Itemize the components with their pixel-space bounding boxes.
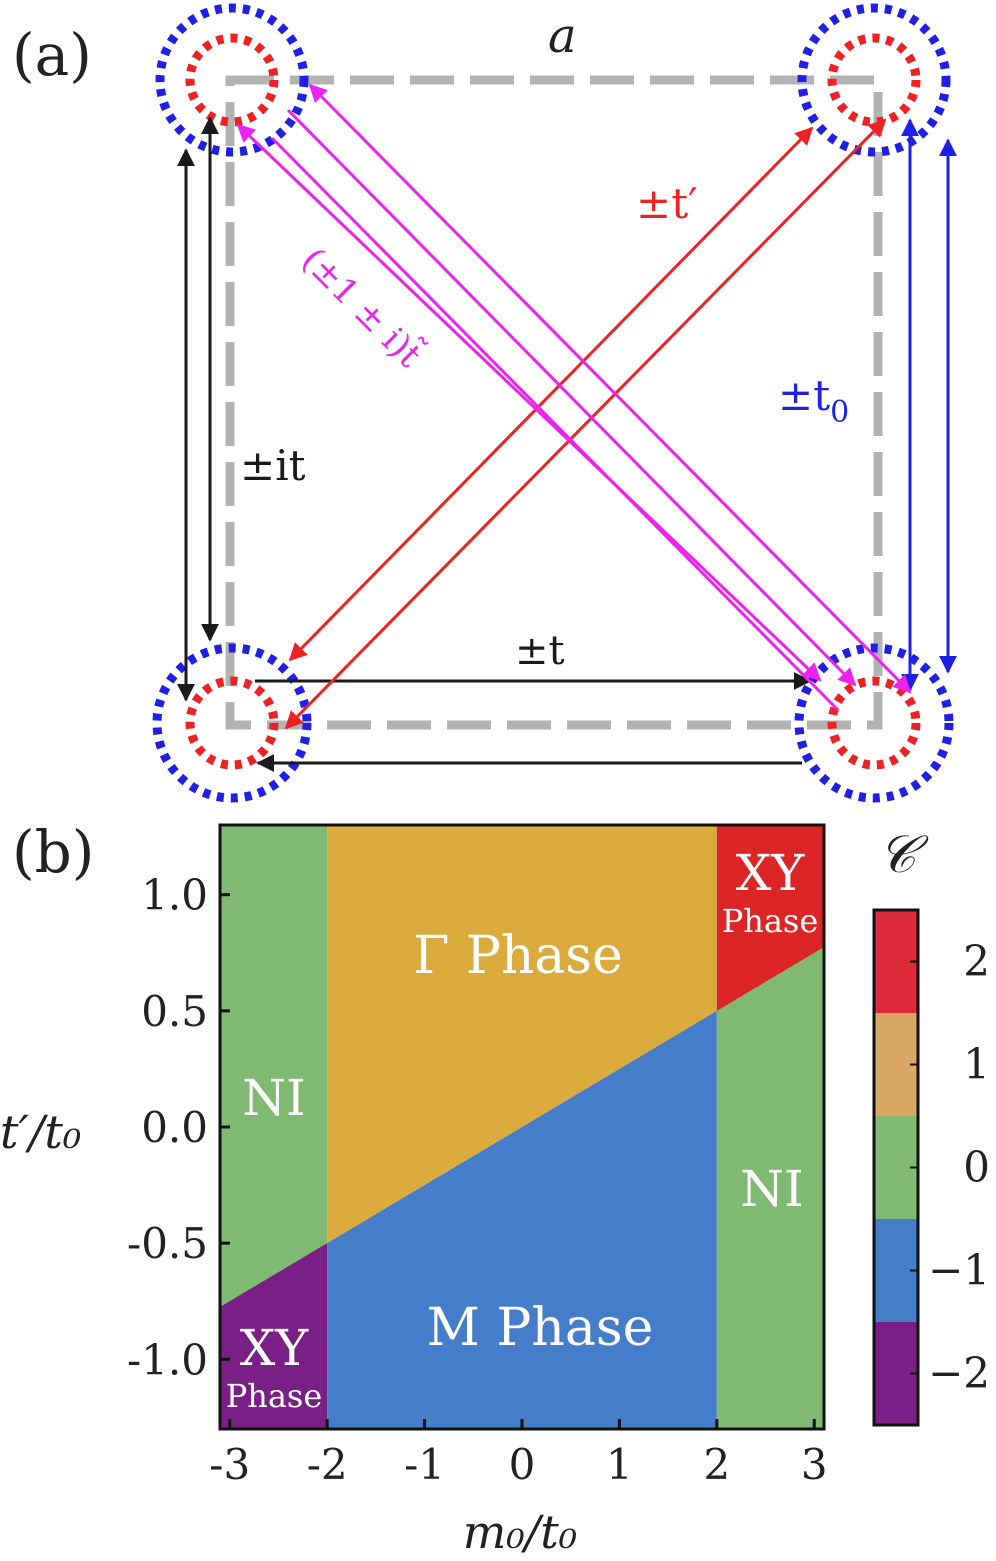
colorbar-tick-label: 1 [963, 1040, 990, 1089]
region-label-ni-left: NI [242, 1069, 306, 1127]
y-axis-label: t′/t₀ [0, 1105, 81, 1159]
x-tick-label: 2 [703, 1440, 730, 1489]
x-tick-label: 1 [606, 1440, 633, 1489]
label-t: ±t [515, 628, 565, 674]
x-tick-label: 0 [509, 1440, 536, 1489]
x-tick-label: 3 [801, 1440, 828, 1489]
region-label-xy-bottom-sub: Phase [226, 1377, 323, 1415]
outer-orbital-ring [155, 3, 309, 157]
inner-orbital-ring [185, 676, 279, 770]
y-tick-label: -1.0 [127, 1335, 208, 1384]
region-label-xy-top-sub: Phase [722, 902, 819, 940]
region-gamma [327, 825, 717, 1244]
hopping-arrow-tprime-1 [288, 126, 814, 662]
orbital-top-left [155, 3, 309, 157]
phase-diagram [220, 825, 824, 1429]
label-ttilde: (±1 ± i)t̃ [294, 238, 432, 376]
hopping-arrow-ttilde-2 [286, 108, 857, 687]
hopping-arrow-ttilde-3 [236, 123, 822, 682]
lattice-constant-label: a [548, 8, 577, 64]
hopping-arrow-ttilde-4 [270, 136, 840, 712]
panel-b-label: (b) [12, 818, 94, 886]
inner-orbital-ring [185, 33, 279, 127]
region-xy-bottom [220, 1243, 328, 1429]
colorbar-title: 𝒞 [878, 825, 929, 885]
y-axis: 1.0 0.5 0.0 -0.5 -1.0 [127, 871, 230, 1384]
colorbar: 2 1 0 −1 −2 [872, 908, 990, 1427]
x-tick-label: -2 [307, 1440, 348, 1489]
panel-b: (b) -3 -2 -1 0 1 2 3 1.0 0.5 0.0 -0.5 -1.0 m₀/t₀ t… [0, 818, 990, 1559]
region-label-m: M Phase [427, 1298, 654, 1358]
inner-orbital-ring [827, 33, 921, 127]
panel-a: (a) a [12, 3, 957, 803]
region-xy-top [716, 825, 824, 1011]
label-t0: ±t0 [778, 371, 849, 430]
panel-a-label: (a) [12, 21, 92, 89]
region-label-xy-top: XY [736, 844, 806, 902]
x-axis: -3 -2 -1 0 1 2 3 [209, 1419, 828, 1489]
x-tick-label: -3 [209, 1440, 250, 1489]
y-tick-label: 1.0 [141, 871, 208, 920]
label-it: ±it [240, 441, 306, 490]
x-tick-label: -1 [404, 1440, 445, 1489]
colorbar-tick-label: 2 [963, 937, 990, 986]
region-m [327, 1010, 717, 1429]
colorbar-tick-label: 0 [963, 1143, 990, 1192]
region-label-ni-right: NI [740, 1160, 804, 1218]
y-tick-label: -0.5 [127, 1219, 208, 1268]
y-tick-label: 0.0 [141, 1103, 208, 1152]
y-tick-label: 0.5 [141, 987, 208, 1036]
region-label-xy-bottom: XY [240, 1319, 310, 1377]
x-axis-label: m₀/t₀ [463, 1505, 577, 1559]
colorbar-tick-label: −1 [928, 1246, 990, 1295]
region-label-gamma: Γ Phase [413, 926, 623, 986]
label-tprime: ±t′ [636, 179, 698, 228]
hopping-arrow-tprime-2 [284, 118, 887, 730]
colorbar-tick-label: −2 [928, 1349, 990, 1398]
